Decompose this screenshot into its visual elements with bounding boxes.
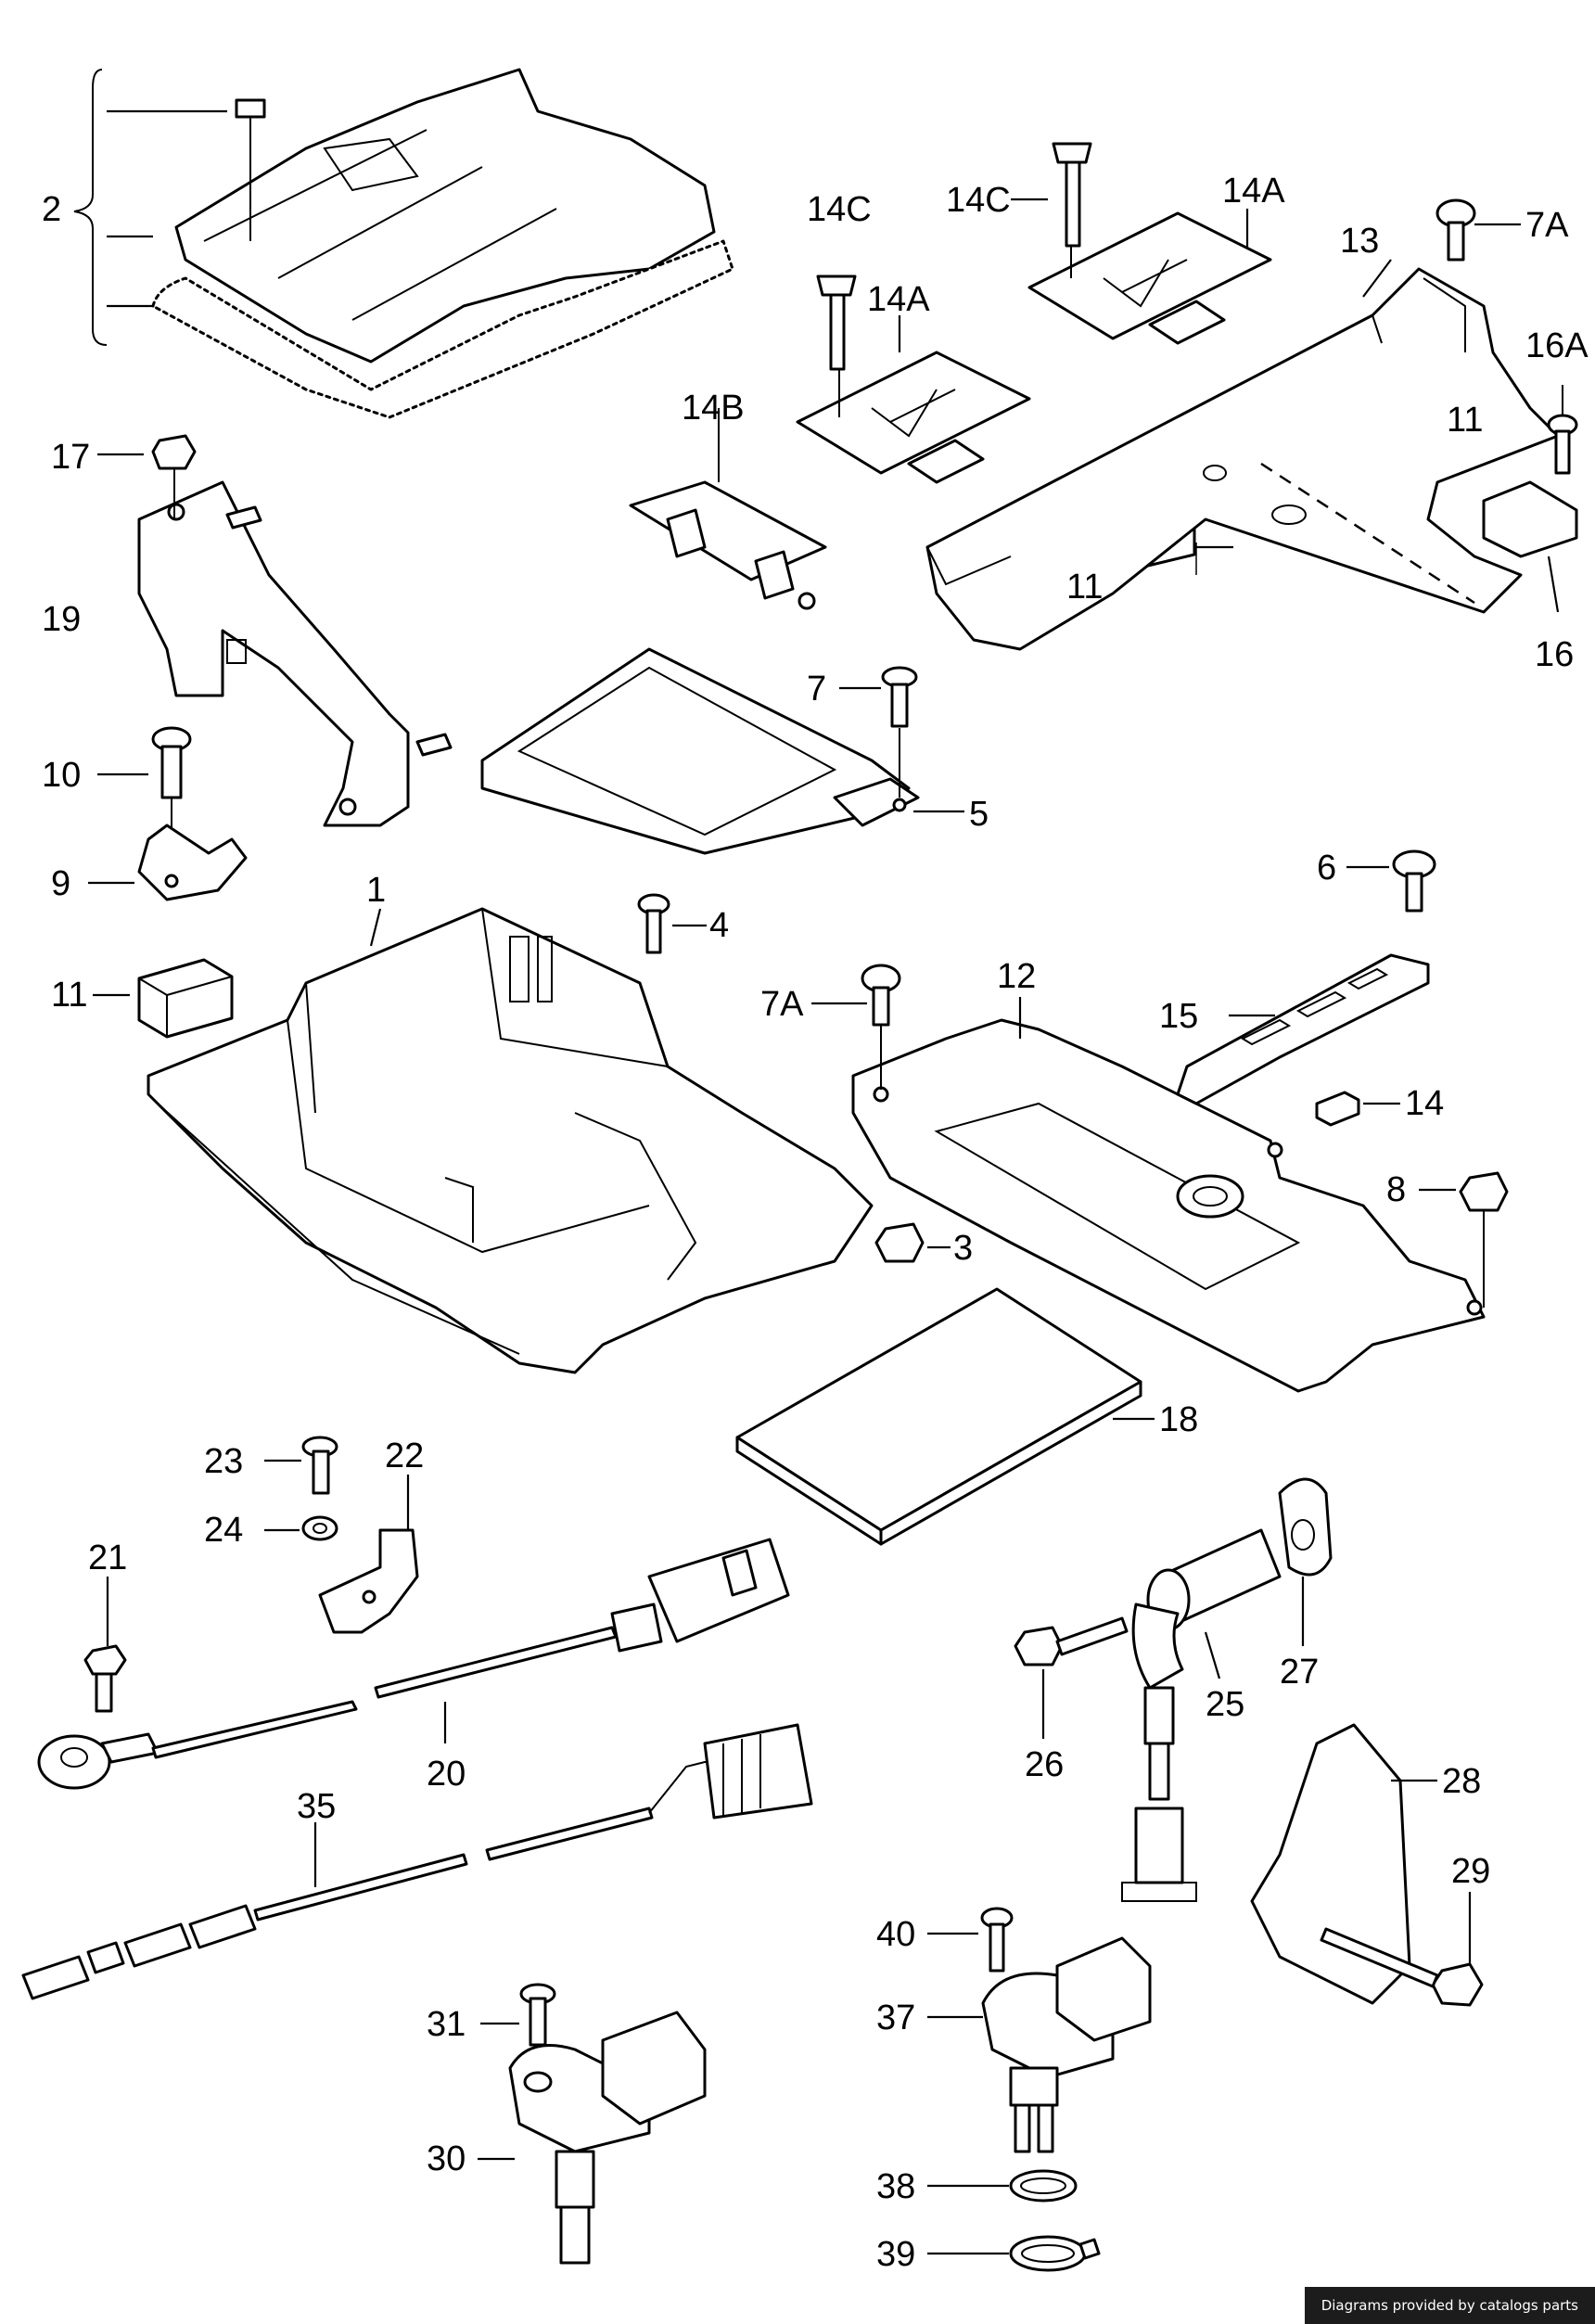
callout-5: 5 <box>969 795 989 834</box>
callout-16A: 16A <box>1525 326 1589 365</box>
part-29-bolt <box>1320 1892 1484 2007</box>
part-11-block <box>93 958 234 1039</box>
part-16a-screw <box>1547 385 1578 475</box>
callout-1: 1 <box>366 871 386 910</box>
part-26-bolt <box>1014 1616 1129 1739</box>
part-6-screw <box>1346 849 1436 913</box>
part-2-cover <box>73 68 734 419</box>
part-1-housing <box>147 907 874 1374</box>
callout-21: 21 <box>88 1539 127 1577</box>
part-9-bracket <box>88 824 248 901</box>
callout-7A: 7A <box>760 985 804 1024</box>
part-12-tray <box>851 997 1486 1393</box>
part-27-gasket <box>1278 1477 1333 1646</box>
callout-16: 16 <box>1535 635 1574 674</box>
part-13-tray <box>925 259 1560 651</box>
callout-13: 13 <box>1340 222 1379 261</box>
credit-badge: Diagrams provided by catalogs parts <box>1304 2287 1595 2324</box>
part-35-lambda-sensor <box>21 1723 813 2000</box>
part-21-bolt <box>83 1577 127 1713</box>
callout-20: 20 <box>427 1755 466 1794</box>
part-15-bracket <box>1176 953 1430 1105</box>
callout-23: 23 <box>204 1442 243 1481</box>
part-37-sensor <box>927 1936 1152 2153</box>
part-7a-screw-a <box>1436 198 1521 262</box>
part-14c-bolt-a <box>816 275 857 371</box>
part-14c-bolt-b <box>1011 142 1092 248</box>
callout-37: 37 <box>876 1998 915 2037</box>
part-31-bolt <box>480 1983 556 2047</box>
part-7a-screw-b <box>811 964 901 1090</box>
callout-12: 12 <box>997 957 1036 996</box>
callout-28: 28 <box>1442 1762 1481 1801</box>
callout-17: 17 <box>51 438 90 477</box>
part-25-sensor <box>1121 1528 1282 1902</box>
part-5-ecu <box>480 647 964 855</box>
callout-14C: 14C <box>807 190 872 229</box>
callout-labels: 2 14C 14C 14A 14A 13 7A 16A 11 14B 17 11… <box>42 172 1589 2274</box>
part-3-nut <box>874 1222 951 1263</box>
callout-14A: 14A <box>1222 172 1285 211</box>
callout-22: 22 <box>385 1437 424 1475</box>
part-23-bolt <box>264 1436 338 1495</box>
callout-38: 38 <box>876 2167 915 2206</box>
part-14-clip <box>1315 1091 1400 1127</box>
part-22-bracket <box>318 1475 419 1634</box>
callout-35: 35 <box>297 1787 336 1826</box>
callout-18: 18 <box>1159 1400 1198 1439</box>
part-14b-relay <box>629 408 827 610</box>
callout-40: 40 <box>876 1915 915 1954</box>
callout-11: 11 <box>1447 401 1483 440</box>
callout-26: 26 <box>1025 1745 1064 1784</box>
callout-6: 6 <box>1317 849 1336 887</box>
part-20-knock-sensor <box>37 1538 790 1790</box>
part-40-bolt <box>927 1907 1014 1973</box>
part-30-sensor <box>478 2011 707 2265</box>
part-17-nut <box>97 434 197 519</box>
callout-3: 3 <box>953 1229 973 1268</box>
callout-14B: 14B <box>682 389 745 428</box>
part-18-mat <box>735 1287 1155 1546</box>
callout-14C: 14C <box>946 181 1011 220</box>
callout-29: 29 <box>1451 1852 1490 1891</box>
callout-24: 24 <box>204 1511 243 1550</box>
callout-19: 19 <box>42 600 81 639</box>
callout-14A: 14A <box>867 280 930 319</box>
callout-7: 7 <box>807 670 826 709</box>
part-19-bracket <box>137 480 453 827</box>
part-4-bolt <box>637 893 707 954</box>
part-8-nut <box>1419 1171 1509 1308</box>
callout-2: 2 <box>42 190 61 229</box>
part-24-washer <box>264 1515 338 1541</box>
part-14a-relay-b <box>1027 209 1272 345</box>
part-39-clamp <box>927 2235 1101 2272</box>
part-38-o-ring <box>927 2169 1078 2203</box>
part-16-bracket <box>1482 480 1578 613</box>
callout-8: 8 <box>1386 1170 1406 1209</box>
callout-30: 30 <box>427 2139 466 2178</box>
part-7-bolt <box>839 666 918 798</box>
callout-9: 9 <box>51 864 70 903</box>
part-28-heat-shield <box>1250 1723 1437 2005</box>
callout-10: 10 <box>42 756 81 795</box>
callout-25: 25 <box>1206 1685 1244 1724</box>
callout-14: 14 <box>1405 1084 1444 1123</box>
callout-27: 27 <box>1280 1653 1319 1692</box>
callout-11: 11 <box>51 976 87 1015</box>
callout-31: 31 <box>427 2005 466 2044</box>
callout-7A: 7A <box>1525 206 1569 245</box>
callout-39: 39 <box>876 2235 915 2274</box>
callout-4: 4 <box>709 906 729 945</box>
callout-11: 11 <box>1066 568 1103 607</box>
callout-15: 15 <box>1159 997 1198 1036</box>
part-10-screw <box>97 726 192 881</box>
